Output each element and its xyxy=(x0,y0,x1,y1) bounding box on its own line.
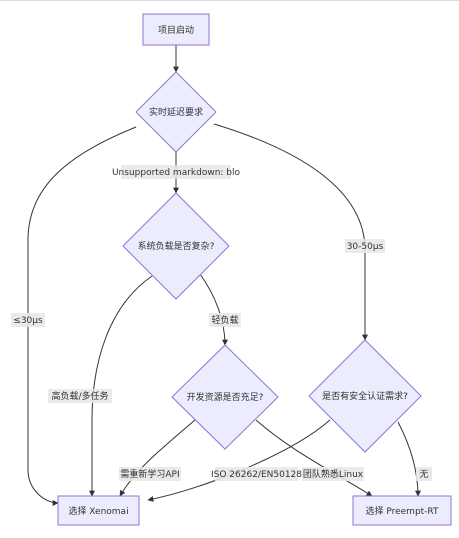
edge-label-light: 轻负载 xyxy=(209,313,241,327)
edge-label-heavy: 高负载/多任务 xyxy=(48,389,112,403)
edge-label-relearn: 需重新学习API xyxy=(119,467,181,481)
edge-label-linux-text: 团队熟悉Linux xyxy=(303,468,364,480)
edge-safety-preempt xyxy=(397,421,421,497)
node-realtime: 实时延迟要求 xyxy=(135,71,217,153)
edge-devres-xenomai xyxy=(119,419,196,497)
node-preempt-label: 选择 Preempt-RT xyxy=(365,505,439,517)
node-start-label: 项目启动 xyxy=(158,24,194,36)
edge-realtime-xenomai xyxy=(27,126,137,506)
node-realtime-label: 实时延迟要求 xyxy=(149,106,203,118)
edge-label-iso-text: ISO 26262/EN50128 xyxy=(211,470,302,480)
node-complexity: 系统负载是否复杂? xyxy=(122,192,230,300)
edge-label-relearn-text: 需重新学习API xyxy=(120,468,179,480)
edge-label-le30: ≤30μs xyxy=(11,313,45,327)
top-divider xyxy=(0,0,459,1)
edge-label-linux: 团队熟悉Linux xyxy=(302,467,364,481)
edge-label-range: 30-50μs xyxy=(345,239,385,253)
edge-label-unsupported: Unsupported markdown: blo xyxy=(112,165,241,179)
node-dev-resources: 开发资源是否充足? xyxy=(171,344,279,450)
node-preempt: 选择 Preempt-RT xyxy=(352,495,452,526)
edge-complexity-devres xyxy=(199,273,228,346)
node-safety-label: 是否有安全认证需求? xyxy=(322,390,408,402)
edge-label-light-text: 轻负载 xyxy=(211,314,238,326)
edge-label-heavy-text: 高负载/多任务 xyxy=(51,390,108,402)
edges xyxy=(27,45,421,506)
node-safety: 是否有安全认证需求? xyxy=(308,339,422,453)
edge-complexity-xenomai xyxy=(89,275,153,497)
edge-label-iso: ISO 26262/EN50128 xyxy=(211,467,302,481)
edge-realtime-safety xyxy=(213,123,368,341)
node-xenomai: 选择 Xenomai xyxy=(57,495,140,526)
node-complexity-label: 系统负载是否复杂? xyxy=(138,240,215,252)
node-start: 项目启动 xyxy=(142,13,210,46)
edge-label-unsupported-text: Unsupported markdown: blo xyxy=(112,168,241,178)
node-dev-resources-label: 开发资源是否充足? xyxy=(187,391,264,403)
edge-label-le30-text: ≤30μs xyxy=(13,316,43,326)
edge-label-none: 无 xyxy=(416,467,432,481)
node-xenomai-label: 选择 Xenomai xyxy=(68,505,128,517)
edge-devres-preempt xyxy=(255,419,373,497)
edge-label-none-text: 无 xyxy=(419,469,428,480)
edge-label-range-text: 30-50μs xyxy=(347,242,384,252)
